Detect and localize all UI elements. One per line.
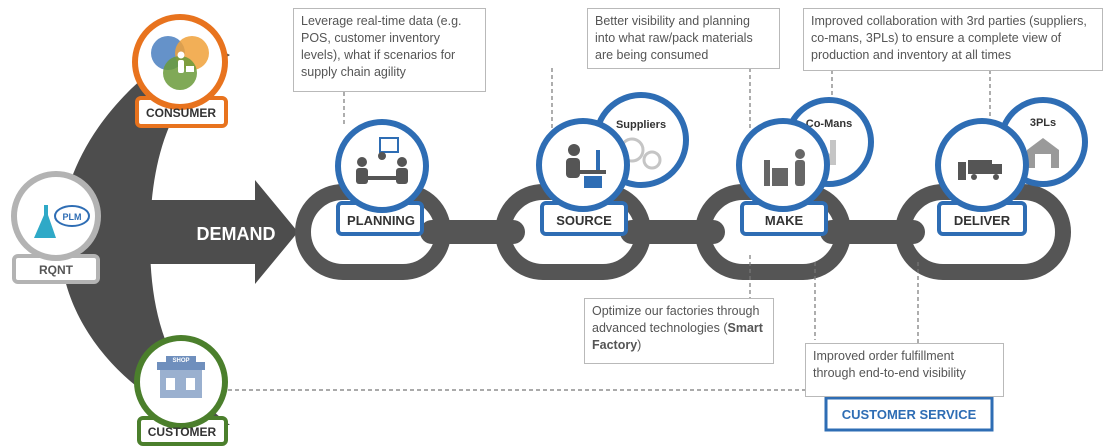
consumer-node: CONSUMER	[132, 14, 228, 128]
make-callout-text: Improved collaboration with 3rd parties …	[811, 14, 1087, 62]
truck-icon	[958, 160, 1002, 180]
flask-icon	[34, 205, 56, 238]
plm-label: PLM	[63, 212, 82, 222]
source-callout-text: Better visibility and planning into what…	[595, 14, 753, 62]
customer-node: SHOP CUSTOMER	[134, 335, 228, 446]
rqnt-node: PLM RQNT	[11, 171, 101, 284]
smart-factory-text: Smart Factory	[592, 321, 763, 352]
fulfillment-callout: Improved order fulfillment through end-t…	[805, 343, 1004, 397]
customer-label: CUSTOMER	[148, 425, 217, 439]
source-callout: Better visibility and planning into what…	[587, 8, 780, 69]
make-stage: MAKE	[736, 118, 830, 236]
planning-stage: PLANNING	[335, 119, 429, 236]
source-label: SOURCE	[556, 213, 612, 228]
planning-label: PLANNING	[347, 213, 415, 228]
demand-label: DEMAND	[197, 224, 276, 244]
planning-callout-text: Leverage real-time data (e.g. POS, custo…	[301, 14, 462, 79]
person-cart-icon	[177, 51, 194, 73]
shop-label: SHOP	[172, 358, 189, 364]
demand-arrow	[110, 180, 298, 284]
suppliers-label: Suppliers	[616, 119, 666, 131]
factory-callout: Optimize our factories through advanced …	[584, 298, 774, 364]
cloud-plm-icon: PLM	[54, 205, 90, 227]
fulfillment-callout-text: Improved order fulfillment through end-t…	[813, 349, 966, 380]
make-label: MAKE	[765, 213, 804, 228]
planning-callout: Leverage real-time data (e.g. POS, custo…	[293, 8, 486, 92]
make-callout: Improved collaboration with 3rd parties …	[803, 8, 1103, 71]
desk-worker-icon	[566, 144, 606, 188]
factory-callout-text: Optimize our factories through advanced …	[592, 304, 760, 335]
deliver-stage: DELIVER	[935, 118, 1029, 236]
customer-service-label: CUSTOMER SERVICE	[842, 407, 977, 422]
rqnt-label: RQNT	[39, 263, 74, 277]
warehouse-icon	[1027, 138, 1059, 168]
customer-service-box: CUSTOMER SERVICE	[824, 396, 994, 432]
factory-worker-icon	[764, 149, 805, 186]
threepls-label: 3PLs	[1030, 117, 1056, 129]
consumer-label: CONSUMER	[146, 106, 216, 120]
deliver-label: DELIVER	[954, 213, 1011, 228]
shop-icon: SHOP	[157, 356, 205, 398]
meeting-icon	[356, 137, 408, 184]
source-stage: SOURCE	[536, 118, 630, 236]
comans-label: Co-Mans	[806, 118, 852, 130]
factory-callout-end: )	[637, 338, 642, 352]
